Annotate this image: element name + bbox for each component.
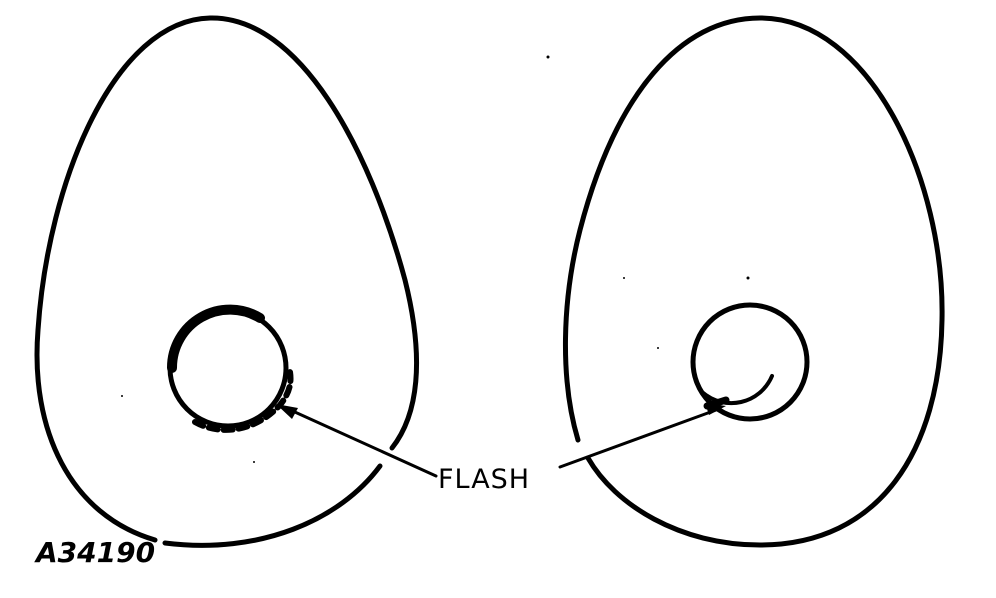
speck [121, 395, 123, 397]
left-arrowhead [276, 404, 298, 419]
right-hub-bore [690, 302, 810, 422]
speck [253, 461, 255, 463]
left-leader-line [284, 406, 438, 478]
right-lobe-outline [562, 15, 945, 548]
flash-label: FLASH [438, 464, 530, 495]
right-arrowhead [705, 403, 726, 415]
scan-specks [121, 55, 750, 463]
left-lobe-outline-lower [162, 463, 383, 548]
speck [746, 276, 750, 280]
flash-callout: FLASH [276, 403, 726, 495]
right-flash-curl [700, 374, 774, 406]
left-flash-burrs [192, 369, 294, 433]
speck [546, 55, 550, 59]
speck [623, 277, 625, 279]
left-hub-bore-thick-edge [166, 304, 265, 373]
left-lobe-outline [34, 15, 419, 543]
left-cam-lobe [34, 15, 419, 548]
right-leader-line [558, 408, 718, 469]
figure-id: A34190 [34, 536, 155, 569]
right-cam-lobe [562, 15, 945, 548]
speck [657, 347, 659, 349]
